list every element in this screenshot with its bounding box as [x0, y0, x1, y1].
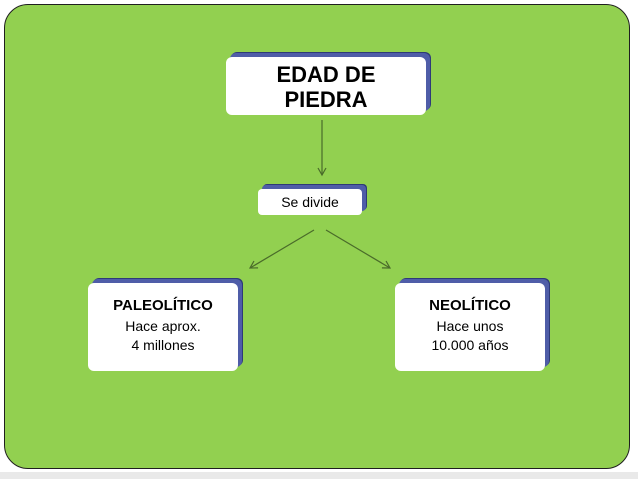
node-neolitico: NEOLÍTICO Hace unos 10.000 años [395, 283, 545, 371]
node-right-line2: 10.000 años [431, 337, 509, 353]
node-root-line1: EDAD DE [276, 62, 376, 87]
bottom-strip [0, 472, 638, 479]
node-left-title: PALEOLÍTICO [113, 297, 213, 314]
node-left-line2: 4 millones [131, 337, 195, 353]
node-right-title: NEOLÍTICO [429, 297, 511, 314]
node-se-divide: Se divide [258, 189, 362, 215]
node-left-line1: Hace aprox. [125, 318, 201, 334]
node-edad-de-piedra: EDAD DE PIEDRA [226, 57, 426, 115]
arrow-to-neolitico [325, 229, 392, 269]
node-right-line1: Hace unos [436, 318, 504, 334]
connector-label: Se divide [281, 194, 339, 210]
node-paleolitico: PALEOLÍTICO Hace aprox. 4 millones [88, 283, 238, 371]
node-root-line2: PIEDRA [284, 87, 368, 112]
arrow-to-paleolitico [248, 229, 315, 269]
